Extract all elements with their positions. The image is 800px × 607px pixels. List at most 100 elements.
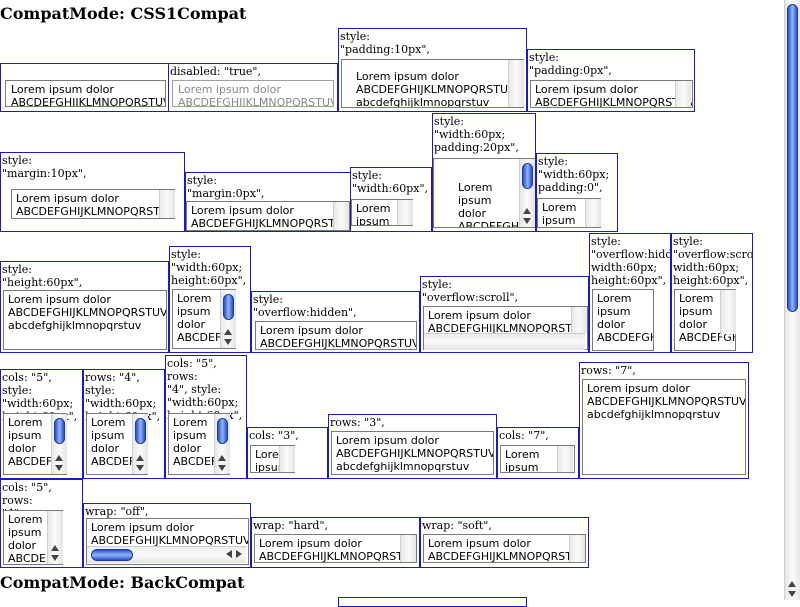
textarea[interactable]: Lorem ipsum dolor ABCDEFGHIJKLMNOPQRSTUV… <box>341 59 524 108</box>
case-width-60: style: "width:60px", Lorem ipsum dolor A… <box>350 167 432 232</box>
vertical-scrollbar[interactable] <box>571 307 587 333</box>
scrollbar-thumb[interactable] <box>217 418 228 444</box>
page-scrollbar[interactable] <box>784 0 800 600</box>
scroll-left-icon[interactable] <box>226 550 232 558</box>
case-label: style: "overflow:scroll; width:60px; hei… <box>673 235 753 287</box>
case-overflow-scroll-60: style: "overflow:scroll; width:60px; hei… <box>671 233 753 353</box>
scrollbar-thumb[interactable] <box>223 294 234 320</box>
scrollbar-thumb[interactable] <box>91 549 133 561</box>
case-disabled: disabled: "true", Lorem ipsum dolor ABCD… <box>168 63 338 112</box>
scrollbar-thumb[interactable] <box>135 418 146 444</box>
scroll-up-icon[interactable] <box>218 455 226 461</box>
vertical-scrollbar[interactable] <box>51 414 67 474</box>
case-label: style: "padding:10px", <box>340 30 430 56</box>
vertical-scrollbar[interactable] <box>508 60 524 107</box>
scroll-up-icon[interactable] <box>523 208 531 214</box>
case-width-height-60: style: "width:60px; height:60px", Lorem … <box>169 246 251 353</box>
vertical-scrollbar[interactable] <box>569 535 585 562</box>
textarea[interactable]: Lorem ipsum dolor ABCDEFGHIJKLMNOPQRSTUV… <box>423 534 586 563</box>
case-cols-3: cols: "3", Lorem ipsum dolor ABCDEFGHIJK… <box>247 427 328 479</box>
case-overflow-scroll: style: "overflow:scroll", Lorem ipsum do… <box>420 276 589 353</box>
textarea[interactable]: Lorem ipsum dolor ABCDEFGHIJKLMNOPQRSTUV… <box>255 321 417 350</box>
page-heading-css1: CompatMode: CSS1Compat <box>0 4 247 23</box>
case-label: disabled: "true", <box>170 65 261 78</box>
case-cols-5-rows-4-60: cols: "5", rows: "4", style: "width:60px… <box>165 355 247 479</box>
vertical-scrollbar[interactable] <box>159 190 175 218</box>
case-label: style: "overflow:hidden", <box>253 293 357 319</box>
scroll-up-icon[interactable] <box>55 455 63 461</box>
case-label: rows: "3", <box>330 416 385 429</box>
case-label: wrap: "off", <box>85 505 149 518</box>
scroll-up-icon[interactable] <box>136 455 144 461</box>
vertical-scrollbar[interactable] <box>333 202 349 230</box>
page-scrollbar-thumb[interactable] <box>787 4 798 312</box>
vertical-scrollbar[interactable] <box>220 290 236 348</box>
case-padding-0: style: "padding:0px", Lorem ipsum dolor … <box>527 49 695 112</box>
case-default: Lorem ipsum dolor ABCDEFGHIJKLMNOPQRSTUV… <box>0 63 169 112</box>
scroll-up-icon[interactable] <box>788 581 796 587</box>
case-label: style: "width:60px", <box>352 169 429 195</box>
case-label: style: "padding:0px", <box>529 51 612 77</box>
scroll-down-icon[interactable] <box>136 465 144 471</box>
vertical-scrollbar[interactable] <box>400 535 416 562</box>
vertical-scrollbar[interactable] <box>132 414 148 474</box>
textarea[interactable]: Lorem ipsum dolor ABCDEFGHIJKLMNOPQRSTUV… <box>530 80 693 108</box>
textarea[interactable]: Lorem ipsum dolor ABCDEFGHIJKLMNOPQRST <box>592 289 654 351</box>
case-margin-10: style: "margin:10px", Lorem ipsum dolor … <box>0 152 185 232</box>
case-label: style: "margin:10px", <box>2 154 87 180</box>
textarea-disabled: Lorem ipsum dolor ABCDEFGHIJKLMNOPQRSTUV… <box>172 80 334 107</box>
scrollbar-thumb[interactable] <box>522 163 533 189</box>
case-next-section <box>338 597 527 607</box>
scroll-up-icon[interactable] <box>51 545 59 551</box>
vertical-scrollbar[interactable] <box>279 446 295 472</box>
case-label: cols: "3", <box>249 429 299 442</box>
vertical-scrollbar[interactable] <box>47 511 63 564</box>
scroll-down-icon[interactable] <box>523 218 531 224</box>
vertical-scrollbar[interactable] <box>557 446 573 472</box>
scroll-up-icon[interactable] <box>224 329 232 335</box>
case-label: style: "overflow:scroll", <box>422 278 519 304</box>
scroll-down-icon[interactable] <box>224 339 232 345</box>
case-overflow-hidden: style: "overflow:hidden", Lorem ipsum do… <box>251 291 420 353</box>
case-label: style: "overflow:hidden; width:60px; hei… <box>591 235 670 287</box>
scrollbar-thumb[interactable] <box>54 418 65 444</box>
case-height-60: style: "height:60px", Lorem ipsum dolor … <box>0 261 169 353</box>
case-padding-10: style: "padding:10px", Lorem ipsum dolor… <box>338 28 527 112</box>
textarea[interactable]: Lorem ipsum dolor ABCDEFGHIJKLMNOPQRSTUV… <box>582 379 746 475</box>
scroll-right-icon[interactable] <box>236 550 242 558</box>
vertical-scrollbar[interactable] <box>720 290 736 334</box>
case-label: rows: "7", <box>581 364 636 377</box>
case-cols-5-rows-4: cols: "5", rows: "4", Lorem ipsum dolor … <box>0 479 83 568</box>
scroll-down-icon[interactable] <box>55 465 63 471</box>
vertical-scrollbar[interactable] <box>397 200 413 225</box>
case-label: wrap: "hard", <box>253 519 329 532</box>
vertical-scrollbar[interactable] <box>675 81 691 107</box>
case-margin-0: style: "margin:0px", Lorem ipsum dolor A… <box>185 172 351 232</box>
case-label: style: "width:60px; padding:0", <box>538 155 610 194</box>
case-width-60-padding-20: style: "width:60px; padding:20px", Lorem… <box>432 113 536 232</box>
horizontal-scrollbar[interactable] <box>87 546 246 563</box>
textarea[interactable]: Lorem ipsum dolor ABCDEFGHIJKLMNOPQRSTUV… <box>3 290 167 350</box>
vertical-scrollbar[interactable] <box>519 159 535 227</box>
vertical-scrollbar[interactable] <box>585 199 601 227</box>
case-cols-5-60: cols: "5", style: "width:60px; height:60… <box>0 369 83 479</box>
textarea[interactable]: Lorem ipsum dolor ABCDEFGHIJKLMNOPQRSTUV… <box>5 80 166 107</box>
case-label: style: "height:60px", <box>2 263 83 289</box>
textarea[interactable]: Lorem ipsum dolor ABCDEFGHIJKLMNOPQRSTUV… <box>186 201 350 231</box>
textarea[interactable]: Lorem ipsum dolor ABCDEFGHIJKLMNOPQRSTUV… <box>254 534 417 563</box>
textarea[interactable]: Lorem ipsum dolor ABCDEFGHIJKLMNOPQRST <box>433 158 535 228</box>
scroll-down-icon[interactable] <box>788 591 796 597</box>
case-rows-7: rows: "7", Lorem ipsum dolor ABCDEFGHIJK… <box>579 362 749 479</box>
scroll-down-icon[interactable] <box>218 465 226 471</box>
page-heading-back: CompatMode: BackCompat <box>0 573 245 592</box>
case-label: style: "width:60px; height:60px", <box>171 248 247 287</box>
horizontal-scrollbar[interactable] <box>424 333 585 350</box>
case-wrap-hard: wrap: "hard", Lorem ipsum dolor ABCDEFGH… <box>251 517 420 568</box>
textarea[interactable]: Lorem ipsum dolor ABCDEFGHIJKLMNOPQRSTUV… <box>11 189 175 219</box>
textarea[interactable]: Lorem ipsum dolor ABCDEFGHIJKLMNOPQRSTUV… <box>331 431 494 475</box>
vertical-scrollbar[interactable] <box>214 414 230 474</box>
case-label: style: "width:60px; padding:20px", <box>434 115 519 154</box>
case-label: wrap: "soft", <box>422 519 492 532</box>
case-label: cols: "7", <box>499 429 549 442</box>
scroll-down-icon[interactable] <box>51 555 59 561</box>
